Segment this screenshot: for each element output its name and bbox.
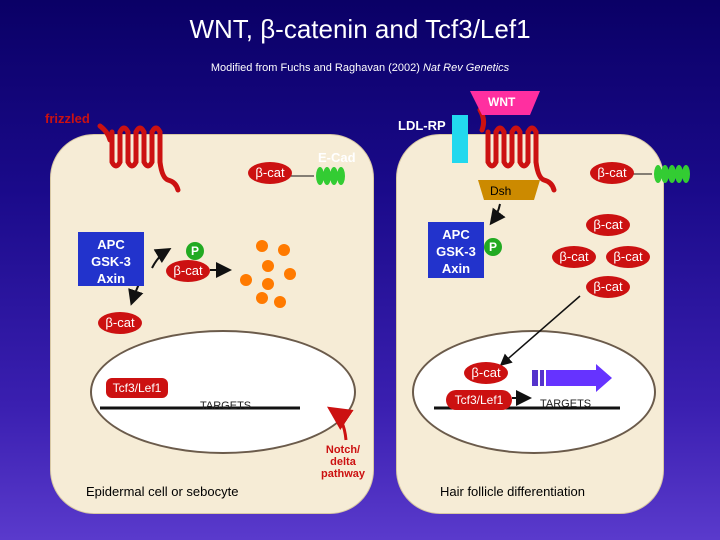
apc-line2: GSK-3 bbox=[436, 244, 476, 259]
bcat-cluster-bottom: β-cat bbox=[586, 276, 630, 298]
degradation-dot bbox=[278, 244, 290, 256]
degradation-dot bbox=[256, 240, 268, 252]
promoter-arrow bbox=[532, 364, 612, 392]
degradation-dot bbox=[262, 278, 274, 290]
arrow-apc-to-p bbox=[151, 247, 172, 269]
wnt-ligand bbox=[470, 91, 540, 115]
targets-left: TARGETS bbox=[200, 400, 252, 412]
degradation-dot bbox=[262, 260, 274, 272]
apc-line1: APC bbox=[442, 227, 470, 242]
caption-left: Epidermal cell or sebocyte bbox=[86, 484, 239, 499]
wnt-label: WNT bbox=[488, 95, 516, 109]
phospho-left: P bbox=[186, 242, 204, 260]
bcat-cluster-left: β-cat bbox=[552, 246, 596, 268]
notch-arrow bbox=[327, 406, 354, 441]
subtitle-text: Modified from Fuchs and Raghavan (2002) bbox=[210, 62, 423, 74]
degradation-dot bbox=[284, 268, 296, 280]
bcat-membrane-left: β-cat bbox=[248, 162, 292, 184]
ecad-right bbox=[630, 165, 690, 183]
degradation-dot bbox=[240, 274, 252, 286]
bcat-membrane-right: β-cat bbox=[590, 162, 634, 184]
notch-label: Notch/ delta pathway bbox=[320, 444, 365, 480]
apc-complex-right: APC GSK-3 Axin bbox=[428, 222, 484, 278]
bcat-phospho-left: β-cat bbox=[166, 260, 210, 282]
phospho-right: P bbox=[484, 238, 502, 256]
ecad-label: E-Cad bbox=[318, 150, 356, 165]
tcf-left: Tcf3/Lef1 bbox=[106, 378, 168, 398]
targets-right: TARGETS bbox=[540, 398, 592, 410]
apc-line2: GSK-3 bbox=[91, 254, 131, 269]
frizzled-label: frizzled bbox=[45, 111, 90, 126]
degradation-dot bbox=[274, 296, 286, 308]
page-title: WNT, β-catenin and Tcf3/Lef1 bbox=[189, 14, 531, 44]
apc-line1: APC bbox=[97, 237, 125, 252]
dsh-shape bbox=[478, 180, 540, 200]
ldlrp-label: LDL-RP bbox=[398, 118, 446, 133]
arrow-bcat-to-nucleus bbox=[499, 295, 581, 366]
arrow-dsh-to-apc bbox=[489, 203, 506, 226]
right-frizzled-receptor bbox=[477, 107, 557, 193]
dsh-label: Dsh bbox=[490, 184, 512, 198]
bcat-cytoplasm-left: β-cat bbox=[98, 312, 142, 334]
apc-line3: Axin bbox=[96, 271, 126, 286]
ldlrp-receptor bbox=[452, 115, 468, 163]
bcat-nuclear-right: β-cat bbox=[464, 362, 508, 384]
right-nucleus bbox=[412, 330, 656, 454]
degradation-dot bbox=[256, 292, 268, 304]
caption-right: Hair follicle differentiation bbox=[440, 484, 585, 499]
apc-complex-left: APC GSK-3 Axin bbox=[78, 232, 144, 286]
bcat-cluster-right: β-cat bbox=[606, 246, 650, 268]
apc-line3: Axin bbox=[441, 261, 471, 276]
tcf-right: Tcf3/Lef1 bbox=[446, 390, 512, 410]
bcat-cluster-top: β-cat bbox=[586, 214, 630, 236]
ecad-left bbox=[290, 167, 345, 185]
subtitle-journal: Nat Rev Genetics bbox=[422, 62, 510, 74]
subtitle: Modified from Fuchs and Raghavan (2002) … bbox=[0, 62, 720, 74]
left-frizzled-receptor bbox=[97, 123, 181, 193]
